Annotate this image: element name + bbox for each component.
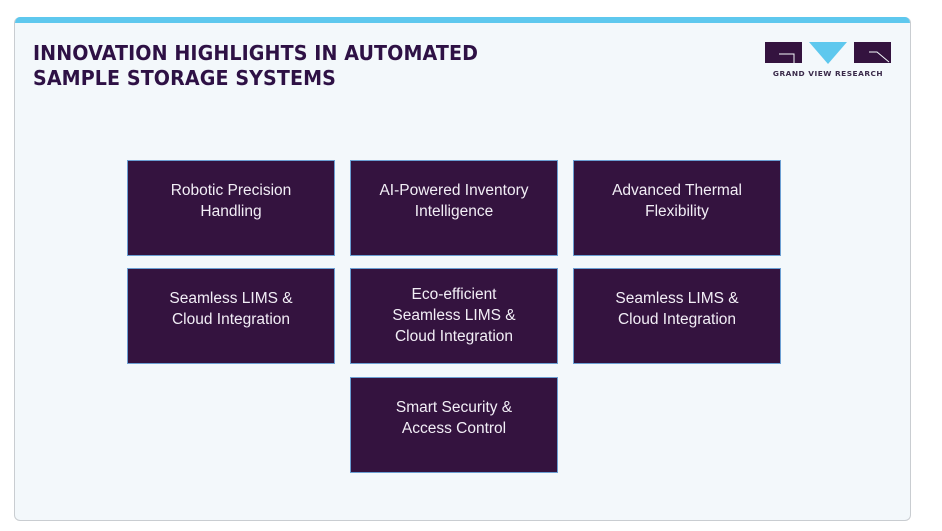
grand-view-research-logo: GRAND VIEW RESEARCH bbox=[765, 41, 891, 81]
accent-top-bar bbox=[15, 17, 910, 23]
title-line-1: INNOVATION HIGHLIGHTS IN AUTOMATED bbox=[33, 41, 479, 65]
infographic-panel: INNOVATION HIGHLIGHTS IN AUTOMATED SAMPL… bbox=[14, 17, 911, 521]
highlight-card-thermal-flexibility[interactable]: Advanced Thermal Flexibility bbox=[573, 160, 781, 256]
card-label: Seamless LIMS & Cloud Integration bbox=[615, 290, 739, 328]
highlight-card-robotic-precision[interactable]: Robotic Precision Handling bbox=[127, 160, 335, 256]
card-label: Seamless LIMS & Cloud Integration bbox=[169, 290, 293, 328]
card-label: Robotic Precision Handling bbox=[170, 182, 292, 220]
highlight-card-smart-security[interactable]: Smart Security & Access Control bbox=[350, 377, 558, 473]
page-title: INNOVATION HIGHLIGHTS IN AUTOMATED SAMPL… bbox=[33, 41, 478, 91]
card-label: Eco-efficient Seamless LIMS & Cloud Inte… bbox=[392, 286, 516, 345]
highlight-card-lims-cloud[interactable]: Seamless LIMS & Cloud Integration bbox=[127, 268, 335, 364]
card-label: Smart Security & Access Control bbox=[395, 399, 513, 437]
card-label: Advanced Thermal Flexibility bbox=[612, 182, 742, 220]
highlight-card-ai-inventory[interactable]: AI-Powered Inventory Intelligence bbox=[350, 160, 558, 256]
title-line-2: SAMPLE STORAGE SYSTEMS bbox=[33, 66, 336, 90]
gvr-logo-icon bbox=[765, 42, 891, 64]
highlight-card-lims-cloud-2[interactable]: Seamless LIMS & Cloud Integration bbox=[573, 268, 781, 364]
highlight-card-eco-efficient[interactable]: Eco-efficient Seamless LIMS & Cloud Inte… bbox=[350, 268, 558, 364]
card-label: AI-Powered Inventory Intelligence bbox=[379, 182, 529, 220]
logo-text: GRAND VIEW RESEARCH bbox=[772, 69, 884, 78]
